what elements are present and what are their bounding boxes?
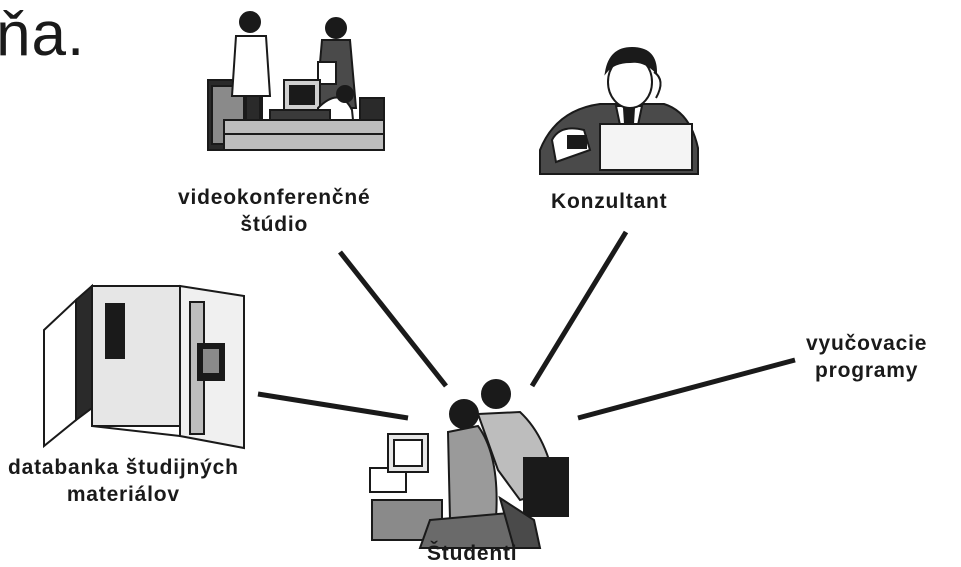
label-programs-line1: vyučovacie <box>806 332 928 355</box>
label-programs-line2: programy <box>814 359 919 382</box>
label-studio: videokonferenčné štúdio <box>178 184 371 238</box>
label-database-line2: materiálov <box>66 483 180 506</box>
label-database-line1: databanka študijných <box>8 456 239 479</box>
label-studio-line2: štúdio <box>240 213 309 236</box>
connector-consultant <box>529 230 629 388</box>
label-students: Študenti <box>427 540 517 567</box>
connector-database <box>257 391 409 421</box>
consultant-clipart <box>539 46 699 175</box>
label-programs: vyučovacie programy <box>806 330 927 384</box>
label-consultant-line1: Konzultant <box>551 190 668 213</box>
label-students-line1: Študenti <box>427 542 518 565</box>
label-studio-line1: videokonferenčné <box>178 186 371 209</box>
students-clipart <box>369 379 569 549</box>
connector-studio <box>338 250 448 388</box>
videoconference-studio-clipart <box>207 11 385 151</box>
database-mainframe-clipart <box>43 283 245 450</box>
connector-programs <box>577 357 796 421</box>
title-fragment: ňa. <box>0 0 86 69</box>
label-database: databanka študijných materiálov <box>8 454 239 508</box>
label-consultant: Konzultant <box>551 188 667 215</box>
